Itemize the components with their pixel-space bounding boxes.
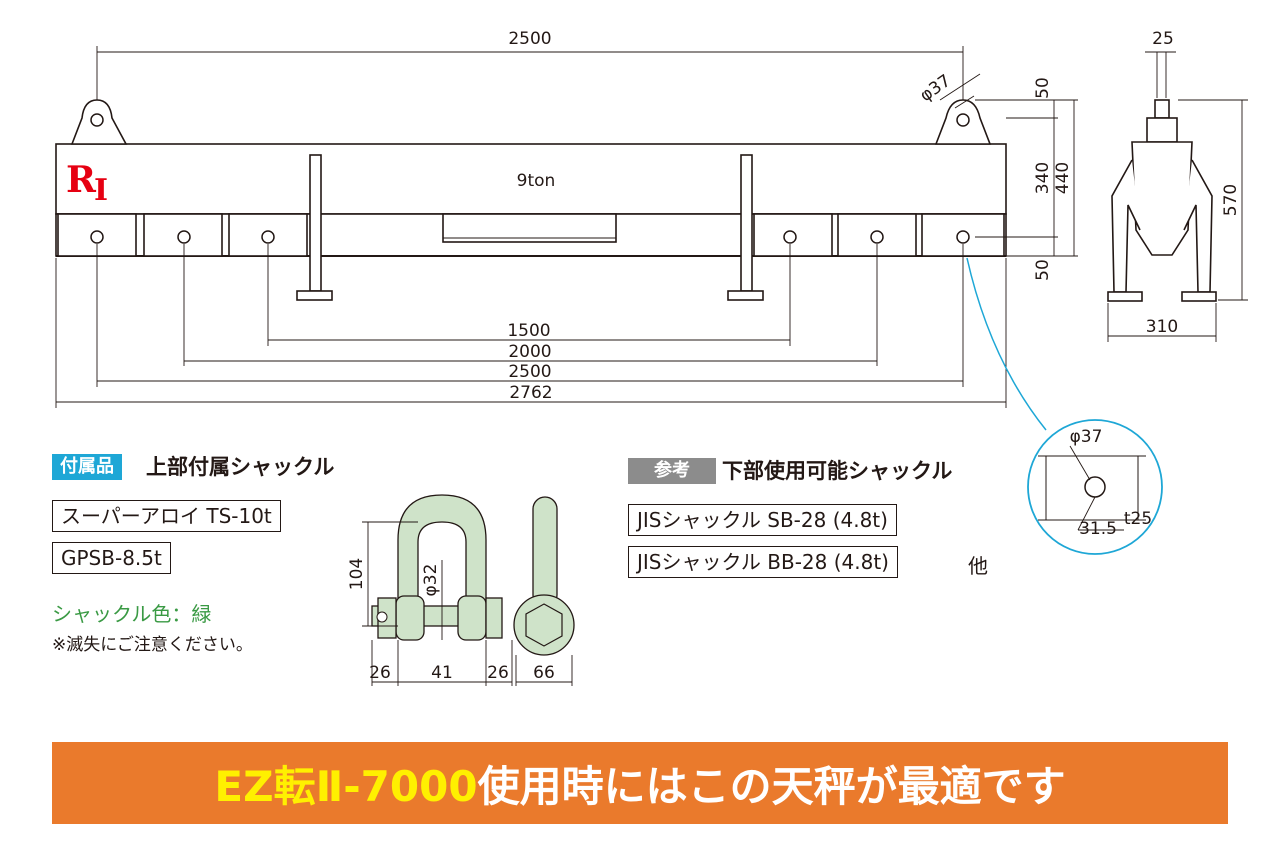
shackle-dim-side: 66 [533, 663, 555, 683]
detail-thickness: t25 [1124, 509, 1152, 529]
shackle-dim-pin: φ32 [421, 564, 441, 597]
banner-text: 使用時にはこの天秤が最適です [477, 761, 1066, 811]
shackle-dim-right: 26 [487, 663, 509, 683]
dim-span-2000: 2000 [508, 342, 551, 362]
height-dimensions: 50 340 440 50 [975, 77, 1078, 281]
dim-top-2500: 2500 [508, 29, 551, 49]
dim-span-1500: 1500 [507, 321, 550, 341]
dim-bottom-offset: 50 [1033, 259, 1053, 281]
banner-highlight: EZ転Ⅱ-7000 [214, 761, 478, 811]
shackle-dim-height: 104 [347, 558, 367, 590]
dim-span-2500: 2500 [508, 362, 551, 382]
dim-side-height: 570 [1221, 184, 1241, 216]
dim-total-height: 440 [1053, 162, 1073, 194]
top-dimension: 2500 [96, 29, 964, 108]
reference-other: 他 [968, 554, 988, 578]
shackle-dim-left: 26 [369, 663, 391, 683]
detail-edge: 31.5 [1079, 519, 1117, 539]
dim-top-offset: 50 [1033, 77, 1053, 99]
logo-r: R [66, 159, 97, 201]
reference-item-1: JISシャックル SB-28 (4.8t) [628, 504, 897, 536]
accessory-item-2: GPSB-8.5t [52, 542, 171, 574]
shackle-dim-inner: 41 [431, 663, 453, 683]
capacity-label: 9ton [517, 171, 556, 191]
bottom-banner: EZ転Ⅱ-7000 使用時にはこの天秤が最適です [52, 742, 1228, 824]
dim-span-2762: 2762 [509, 383, 552, 403]
detail-hole-dia: φ37 [1070, 427, 1103, 447]
shackle-drawing: 104 φ32 26 41 26 66 [347, 494, 575, 686]
reference-item-2: JISシャックル BB-28 (4.8t) [628, 546, 898, 578]
dim-eye-diameter: φ37 [916, 71, 954, 106]
shackle-color-note: シャックル色：緑 [52, 602, 212, 626]
accessory-title: 上部付属シャックル [146, 455, 335, 479]
dim-mid-height: 340 [1033, 162, 1053, 194]
dim-side-thick: 25 [1152, 29, 1174, 49]
reference-title: 下部使用可能シャックル [722, 459, 953, 483]
main-beam: R I 9ton [55, 99, 1007, 301]
logo-i: I [94, 173, 108, 208]
side-view: 25 570 310 [1107, 29, 1248, 342]
span-dimensions: 1500 2000 2500 2762 [55, 244, 1007, 408]
accessory-tag: 付属品 [52, 454, 122, 480]
accessory-item-1: スーパーアロイ TS-10t [52, 500, 281, 532]
caution-note: ※滅失にご注意ください。 [52, 635, 253, 655]
dim-side-width: 310 [1146, 317, 1178, 337]
hole-detail: φ37 31.5 t25 [966, 257, 1163, 555]
reference-tag: 参考 [628, 458, 716, 484]
